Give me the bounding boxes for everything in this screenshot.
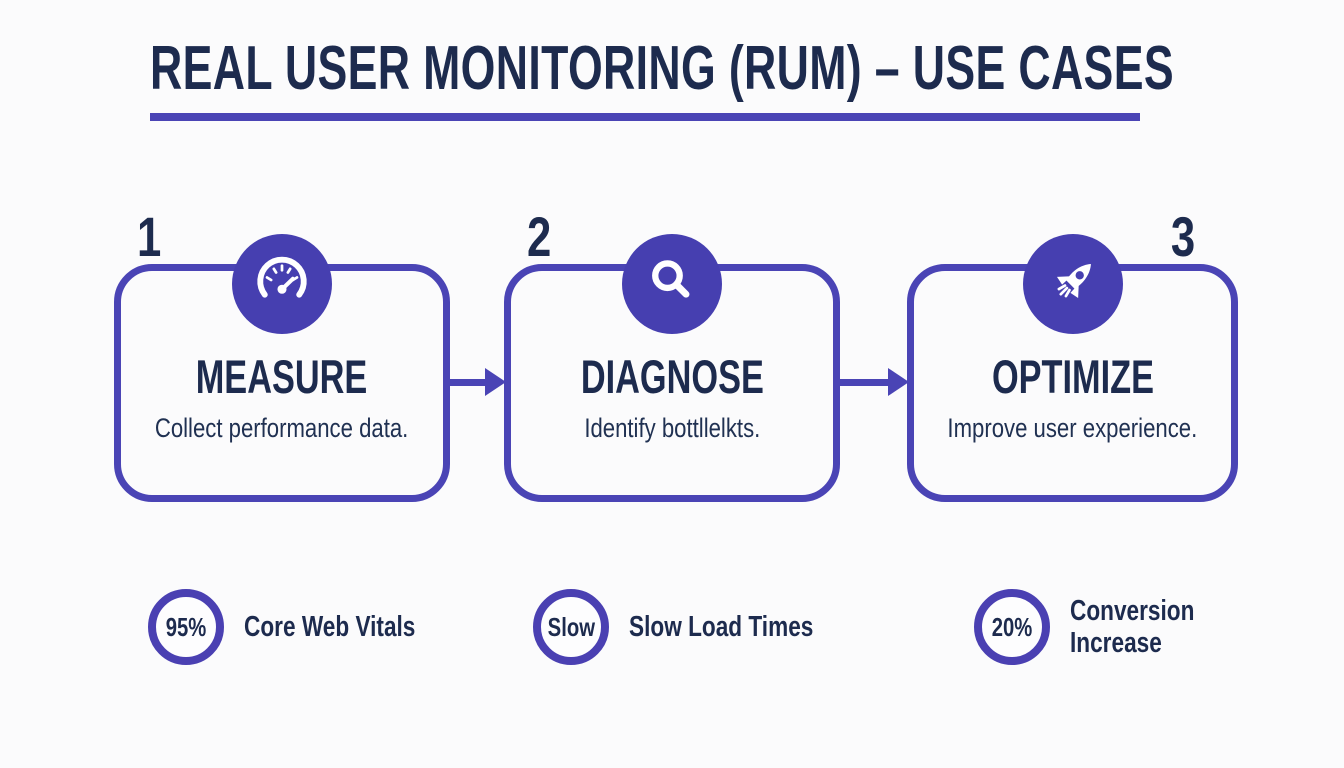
- title-underline: [150, 113, 1140, 121]
- stat-value: 20%: [991, 611, 1033, 642]
- step-card-measure: 1 MEASURE Collect performance data.: [114, 209, 450, 502]
- speedometer-icon: [253, 253, 311, 316]
- step-description: Improve user experience.: [947, 413, 1198, 443]
- stat-label: Conversion Increase: [1070, 594, 1195, 659]
- stat-value: Slow: [547, 611, 595, 642]
- rocket-icon: [1044, 253, 1102, 316]
- stat-value-circle: Slow: [533, 589, 609, 665]
- stat-value-circle: 95%: [148, 589, 224, 665]
- step-description: Collect performance data.: [155, 413, 409, 443]
- step-number: 1: [137, 205, 162, 268]
- stat-label: Slow Load Times: [629, 610, 814, 643]
- step-icon-badge: [1022, 234, 1123, 334]
- page-title: REAL USER MONITORING (RUM) – USE CASES: [150, 34, 1174, 103]
- arrow-shaft: [839, 378, 888, 386]
- step-title: MEASURE: [196, 350, 368, 403]
- magnifying-glass-icon: [643, 253, 701, 316]
- step-number: 2: [527, 205, 552, 268]
- arrow-right-icon: [485, 368, 506, 396]
- step-card-optimize: 3 OPTIMIZE Improve user experience.: [907, 209, 1238, 502]
- step-title: OPTIMIZE: [991, 350, 1154, 403]
- stat-slow-load-times: Slow Slow Load Times: [533, 589, 865, 665]
- step-icon-badge: [622, 234, 722, 334]
- step-card-diagnose: 2 DIAGNOSE Identify bottllelkts.: [504, 209, 840, 502]
- stat-value-circle: 20%: [974, 589, 1050, 665]
- stat-value: 95%: [165, 611, 207, 642]
- stat-conversion-increase: 20% Conversion Increase: [974, 589, 1250, 665]
- step-number: 3: [1170, 205, 1195, 268]
- flow-arrow-1: [449, 368, 506, 396]
- stat-core-web-vitals: 95% Core Web Vitals: [148, 589, 464, 665]
- step-title: DIAGNOSE: [580, 350, 764, 403]
- arrow-shaft: [449, 378, 485, 386]
- flow-arrow-2: [839, 368, 909, 396]
- step-icon-badge: [232, 234, 332, 334]
- arrow-right-icon: [888, 368, 909, 396]
- step-description: Identify bottllelkts.: [584, 413, 760, 443]
- stat-label: Core Web Vitals: [244, 610, 416, 643]
